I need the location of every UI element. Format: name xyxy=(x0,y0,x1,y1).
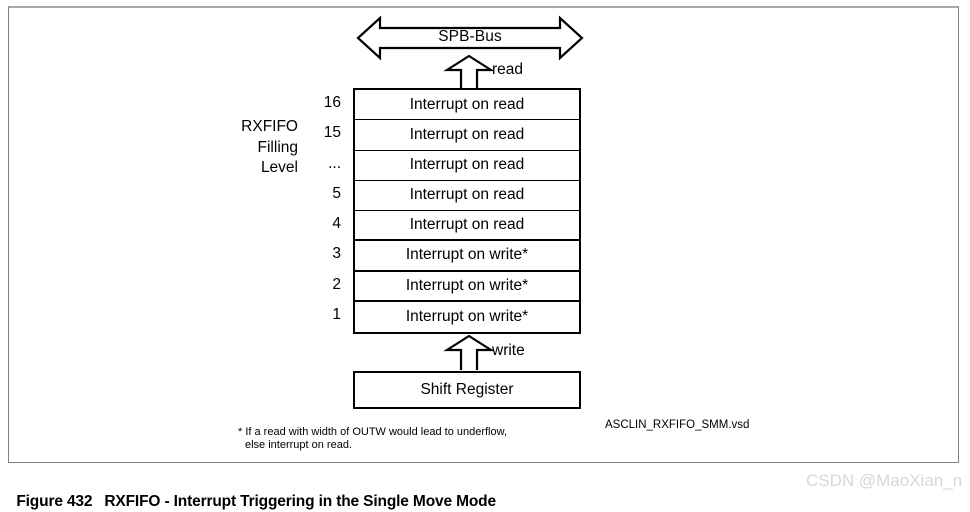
up-arrow-outline-icon xyxy=(443,334,495,370)
source-file-label: ASCLIN_RXFIFO_SMM.vsd xyxy=(605,419,750,431)
fifo-level-number: 3 xyxy=(332,245,341,263)
double-headed-horizontal-arrow-icon xyxy=(356,15,584,61)
fifo-level-number: 4 xyxy=(332,215,341,233)
fifo-level-number: 5 xyxy=(332,184,341,202)
fifo-row: Interrupt on read xyxy=(355,150,579,181)
read-arrow xyxy=(443,54,495,90)
fifo-row: Interrupt on read xyxy=(355,180,579,211)
fifo-level-number: 2 xyxy=(332,275,341,293)
up-arrow-outline-icon xyxy=(443,54,495,90)
rxfifo-filling-level-label: RXFIFO Filling Level xyxy=(241,118,298,176)
write-label: write xyxy=(492,342,525,359)
footnote-line-2: else interrupt on read. xyxy=(245,439,353,451)
rxfifo-stack: Interrupt on read Interrupt on read Inte… xyxy=(353,88,581,334)
fifo-row: Interrupt on write* xyxy=(355,241,579,272)
spb-bus-label: SPB-Bus xyxy=(438,28,502,45)
fifo-level-numbers: 16 15 ... 5 4 3 2 1 xyxy=(300,88,344,334)
fifo-level-number: 16 xyxy=(323,94,341,112)
spb-bus-arrow xyxy=(356,15,584,61)
fifo-row: Interrupt on write* xyxy=(355,271,579,302)
fifo-row: Interrupt on read xyxy=(355,90,579,121)
footnote: * If a read with width of OUTW would lea… xyxy=(238,412,507,466)
watermark: CSDN @MaoXian_n xyxy=(806,471,963,490)
shift-register-box: Shift Register xyxy=(353,371,581,409)
fifo-row: Interrupt on read xyxy=(355,211,579,242)
write-arrow xyxy=(443,334,495,370)
fifo-level-number: 15 xyxy=(323,124,341,142)
fifo-level-number: 1 xyxy=(332,305,341,323)
read-label: read xyxy=(492,61,524,78)
fifo-level-number: ... xyxy=(328,154,341,172)
footnote-line-1: * If a read with width of OUTW would lea… xyxy=(238,425,508,438)
fifo-row: Interrupt on write* xyxy=(355,301,579,332)
fifo-row: Interrupt on read xyxy=(355,120,579,151)
